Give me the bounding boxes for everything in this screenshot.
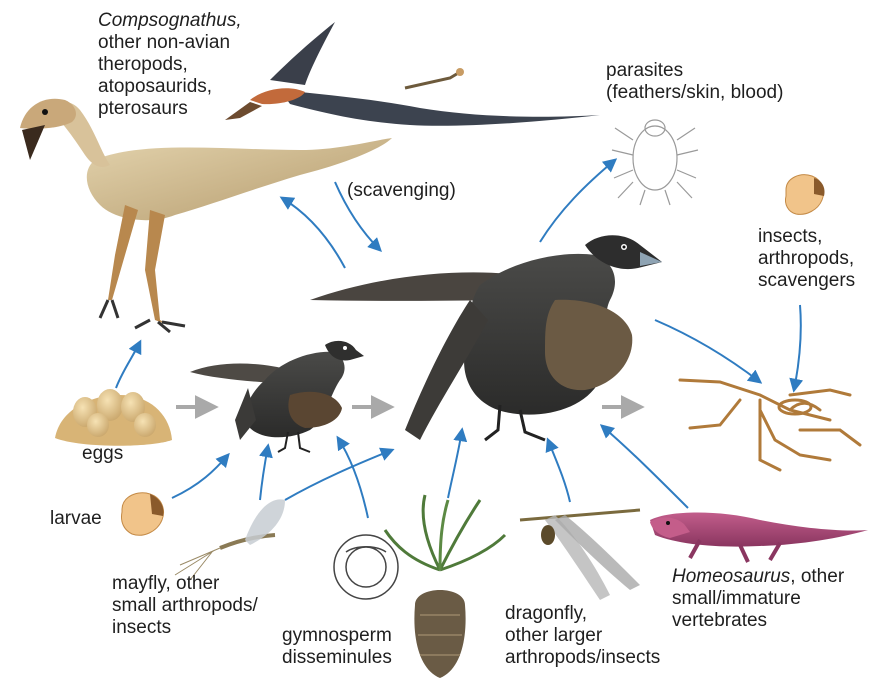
pterosaur-icon <box>225 22 600 126</box>
arrow-adult-to-parasites <box>540 160 615 242</box>
label-predators-line4: atoposaurids, <box>98 76 242 98</box>
adult-archaeopteryx-icon <box>310 235 662 440</box>
label-decomposers-line3: scavengers <box>758 270 855 292</box>
skeleton-icon <box>680 380 860 470</box>
label-mayfly-line2: small arthropods/ <box>112 595 258 617</box>
label-parasites-line1: parasites <box>606 60 783 82</box>
arrow-adult-to-carcass <box>655 320 760 382</box>
label-predators-line3: theropods, <box>98 54 242 76</box>
cycad-plant-icon <box>385 495 505 678</box>
label-dragonfly: dragonfly, other larger arthropods/insec… <box>505 603 660 669</box>
label-predators-italic: Compsognathus, <box>98 10 242 31</box>
eggs-icon <box>55 389 172 446</box>
label-predators-line2: other non-avian <box>98 32 242 54</box>
label-vertebrates-italic: Homeosaurus <box>672 566 790 587</box>
arrow-lizard-to-adult <box>602 426 688 508</box>
label-decomposers-line2: arthropods, <box>758 248 855 270</box>
larva-icon <box>121 493 163 535</box>
label-dragonfly-line3: arthropods/insects <box>505 647 660 669</box>
mayfly-icon <box>175 499 285 580</box>
label-decomposers-line1: insects, <box>758 226 855 248</box>
label-parasites: parasites (feathers/skin, blood) <box>606 60 783 104</box>
arrow-larvae-to-juvenile <box>172 455 228 498</box>
label-decomposers: insects, arthropods, scavengers <box>758 226 855 292</box>
label-predators: Compsognathus, other non-avian theropods… <box>98 10 242 120</box>
juvenile-bird-icon <box>190 341 364 452</box>
mite-icon <box>612 120 698 205</box>
arrow-mayfly-to-adult <box>285 450 392 500</box>
label-gymnosperm: gymnosperm disseminules <box>282 625 392 669</box>
dragonfly-icon <box>520 510 640 600</box>
label-parasites-line2: (feathers/skin, blood) <box>606 82 783 104</box>
label-mayfly-line1: mayfly, other <box>112 573 258 595</box>
label-dragonfly-line2: other larger <box>505 625 660 647</box>
label-vertebrates-line2: small/immature <box>672 588 844 610</box>
label-gymnosperm-line1: gymnosperm <box>282 625 392 647</box>
lizard-icon <box>650 513 868 563</box>
label-larvae: larvae <box>50 508 102 530</box>
arrow-decomposers-to-carcass <box>794 305 801 390</box>
arrow-adult-to-predator <box>282 198 345 268</box>
arrow-seed-to-juvenile <box>338 438 368 518</box>
label-gymnosperm-line2: disseminules <box>282 647 392 669</box>
label-mayfly-line3: insects <box>112 617 258 639</box>
larva-icon <box>785 175 824 215</box>
label-vertebrates-line3: vertebrates <box>672 610 844 632</box>
arrow-eggs-to-predator <box>116 342 140 388</box>
label-predators-line5: pterosaurs <box>98 98 242 120</box>
label-eggs: eggs <box>82 443 123 465</box>
arrow-mayfly-to-juvenile <box>260 446 268 500</box>
label-mayfly: mayfly, other small arthropods/ insects <box>112 573 258 639</box>
label-dragonfly-line1: dragonfly, <box>505 603 660 625</box>
label-vertebrates: Homeosaurus, other small/immature verteb… <box>672 566 844 632</box>
label-vertebrates-line1-rest: , other <box>790 566 844 587</box>
arrow-cycad-to-adult <box>448 430 462 498</box>
seed-icon <box>334 535 398 599</box>
label-scavenging: (scavenging) <box>347 180 456 202</box>
arrow-dragonfly-to-adult <box>548 440 570 502</box>
